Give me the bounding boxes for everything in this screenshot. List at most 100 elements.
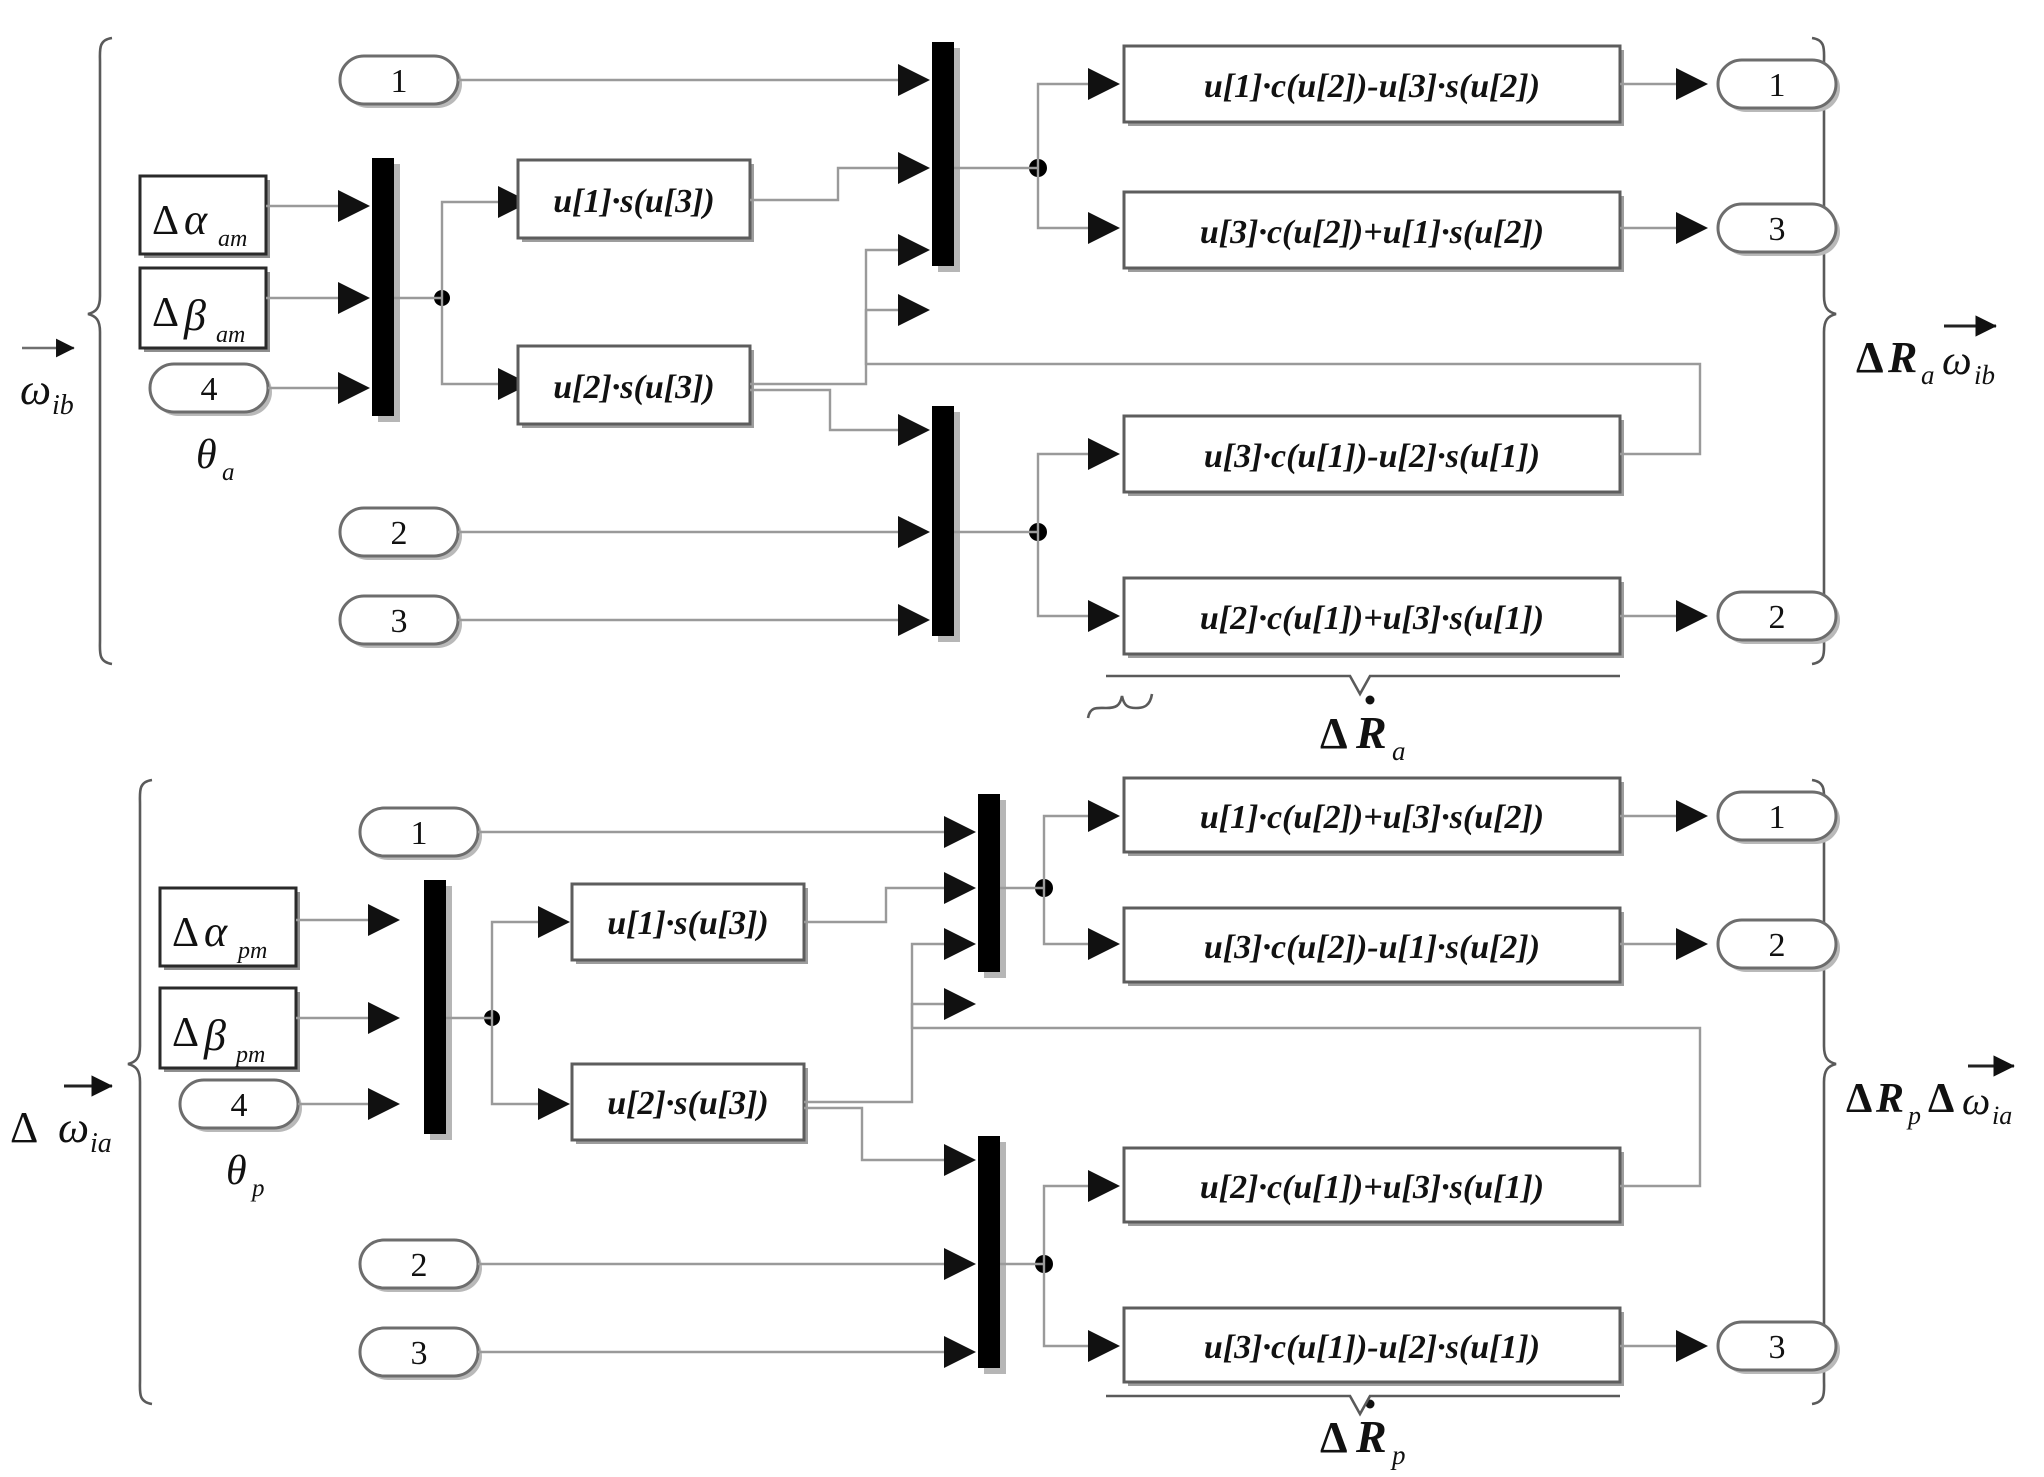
section-p-inport-2[interactable]: 2 [358, 1238, 482, 1292]
arrowhead [338, 372, 370, 404]
wire-mux-to-fcn-u1s [490, 920, 540, 1018]
arrowhead [944, 988, 976, 1020]
section-a-inport-1[interactable]: 1 [338, 54, 462, 108]
delta-beta-pm-delta: Δ [172, 1010, 199, 1056]
arrowhead [1088, 438, 1120, 470]
section-a-fcn-a2[interactable]: u[3]·c(u[2])+u[1]·s(u[2]) [1122, 190, 1624, 272]
section-a-mux-lower[interactable] [932, 406, 960, 642]
section-a-outport-1[interactable]: 1 [1716, 58, 1840, 112]
section-p-fcn-p4[interactable]: u[3]·c(u[1])-u[2]·s(u[1]) [1122, 1306, 1624, 1386]
section-p-mux-left[interactable] [424, 880, 452, 1140]
section-a-fcn-u2-s-u3[interactable]: u[2]·s(u[3]) [516, 344, 754, 428]
fcn-u1-s-u3-label: u[1]·s(u[3]) [553, 183, 714, 220]
section-p-fcn-p1[interactable]: u[1]·c(u[2])+u[3]·s(u[2]) [1122, 776, 1624, 856]
delta-beta-pm-subscript: pm [234, 1042, 265, 1068]
outport-2-label: 2 [1769, 927, 1786, 964]
section-a-left-bracket [87, 36, 113, 666]
section-a: ω ib Δ R a ω ib 1 Δ α am [20, 36, 1997, 766]
arrowhead [898, 64, 930, 96]
omega-ib-subscript: ib [52, 390, 74, 421]
wire-mux2-to-fcn-a1 [1036, 82, 1090, 168]
wire-mux-to-fcn-u2s [490, 1018, 540, 1106]
brace-sub-p: p [1390, 1440, 1406, 1470]
fcn-u1-s-u3-label: u[1]·s(u[3]) [607, 905, 768, 942]
delta-alpha-pm-symbol: α [204, 907, 228, 956]
arrowhead [1088, 800, 1120, 832]
delta-symbol-a: Δ [1856, 333, 1884, 382]
section-p-mux-upper[interactable] [978, 794, 1006, 978]
section-a-delta-alpha-am-block[interactable]: Δ α am [138, 174, 270, 258]
section-p-fcn-u2-s-u3[interactable]: u[2]·s(u[3]) [570, 1062, 808, 1144]
section-a-inport-2[interactable]: 2 [338, 506, 462, 560]
section-p-fcn-p3[interactable]: u[2]·c(u[1])+u[3]·s(u[1]) [1122, 1146, 1624, 1226]
section-p-fcn-p2[interactable]: u[3]·c(u[2])-u[1]·s(u[2]) [1122, 906, 1624, 986]
delta2-symbol-p: Δ [1928, 1076, 1954, 1122]
delta-symbol-p: Δ [1846, 1076, 1872, 1122]
omega-out-symbol-p: ω [1962, 1078, 1990, 1123]
arrowhead [368, 1088, 400, 1120]
section-a-fcn-a1[interactable]: u[1]·c(u[2])-u[3]·s(u[2]) [1122, 44, 1624, 126]
wire-muxp-to-fcn-p1 [1042, 814, 1090, 888]
R-symbol-a: R [1887, 333, 1917, 382]
arrowhead [538, 906, 570, 938]
brace-dot-accent-a [1365, 695, 1375, 705]
delta-alpha-am-symbol: α [184, 195, 208, 244]
section-p-right-bracket [1811, 778, 1837, 1406]
section-p-left-label: Δ ω ia [10, 1075, 113, 1159]
delta-beta-am-subscript: am [216, 322, 245, 348]
section-a-mux-left[interactable] [372, 158, 400, 422]
inport-4-label: 4 [231, 1087, 248, 1124]
inport-2-label: 2 [391, 515, 408, 552]
section-p-inport-4[interactable]: 4 [178, 1078, 302, 1132]
section-p-fcn-u1-s-u3[interactable]: u[1]·s(u[3]) [570, 882, 808, 964]
arrowhead [898, 414, 930, 446]
brace-R-p: R [1355, 1411, 1387, 1462]
section-a-inport-3[interactable]: 3 [338, 594, 462, 648]
section-a-fcn-a4[interactable]: u[2]·c(u[1])+u[3]·s(u[1]) [1122, 576, 1624, 658]
section-p-right-label: Δ R p Δ ω ia [1846, 1055, 2015, 1130]
fcn-a4-label: u[2]·c(u[1])+u[3]·s(u[1]) [1200, 600, 1544, 637]
outport-1-label: 1 [1769, 67, 1786, 104]
section-p-outport-2[interactable]: 2 [1716, 918, 1840, 972]
section-a-brace-label: Δ R a [1086, 693, 1406, 766]
section-p-outport-3[interactable]: 3 [1716, 1320, 1840, 1374]
underbrace-a [1106, 674, 1620, 697]
section-a-fcn-a3[interactable]: u[3]·c(u[1])-u[2]·s(u[1]) [1122, 414, 1624, 496]
fcn-a2-label: u[3]·c(u[2])+u[1]·s(u[2]) [1200, 214, 1544, 251]
omega-ia-subscript: ia [90, 1128, 112, 1159]
fcn-a1-label: u[1]·c(u[2])-u[3]·s(u[2]) [1204, 68, 1540, 105]
fcn-u2-s-u3-label: u[2]·s(u[3]) [607, 1085, 768, 1122]
section-p-outport-1[interactable]: 1 [1716, 790, 1840, 844]
section-a-mux-upper[interactable] [932, 42, 960, 272]
brace-delta-p: Δ [1320, 1413, 1348, 1462]
section-a-right-bracket [1811, 36, 1837, 666]
section-a-fcn-u1-s-u3[interactable]: u[1]·s(u[3]) [516, 158, 754, 242]
brace-R-a: R [1355, 707, 1387, 758]
delta-symbol-in-p: Δ [10, 1103, 38, 1152]
wire-fcnp3-feedback-to-mux [910, 1002, 1702, 1188]
theta-a-subscript: a [222, 459, 235, 486]
theta-a-symbol: θ [196, 432, 217, 478]
section-p-inport-3[interactable]: 3 [358, 1326, 482, 1380]
section-p-delta-beta-pm-block[interactable]: Δ β pm [158, 986, 300, 1072]
delta-beta-am-symbol: β [183, 291, 206, 340]
arrowhead [898, 152, 930, 184]
inport-1-label: 1 [411, 815, 428, 852]
section-a-delta-beta-am-block[interactable]: Δ β am [138, 266, 270, 352]
wire-mux3-to-fcn-a4 [1036, 532, 1090, 618]
arrowhead [944, 928, 976, 960]
section-p-delta-alpha-pm-block[interactable]: Δ α pm [158, 886, 300, 970]
inport-3-label: 3 [411, 1335, 428, 1372]
section-a-inport-4[interactable]: 4 [148, 362, 272, 416]
arrowhead [1676, 928, 1708, 960]
omega-ib-symbol: ω [20, 365, 51, 414]
section-a-outport-2[interactable]: 2 [1716, 590, 1840, 644]
section-p-left-bracket [127, 778, 153, 1406]
arrowhead [944, 816, 976, 848]
arrowhead [368, 1002, 400, 1034]
section-p-mux-lower[interactable] [978, 1136, 1006, 1374]
section-p-inport-1[interactable]: 1 [358, 806, 482, 860]
arrowhead [1088, 68, 1120, 100]
arrowhead [498, 368, 530, 400]
section-a-outport-3[interactable]: 3 [1716, 202, 1840, 256]
